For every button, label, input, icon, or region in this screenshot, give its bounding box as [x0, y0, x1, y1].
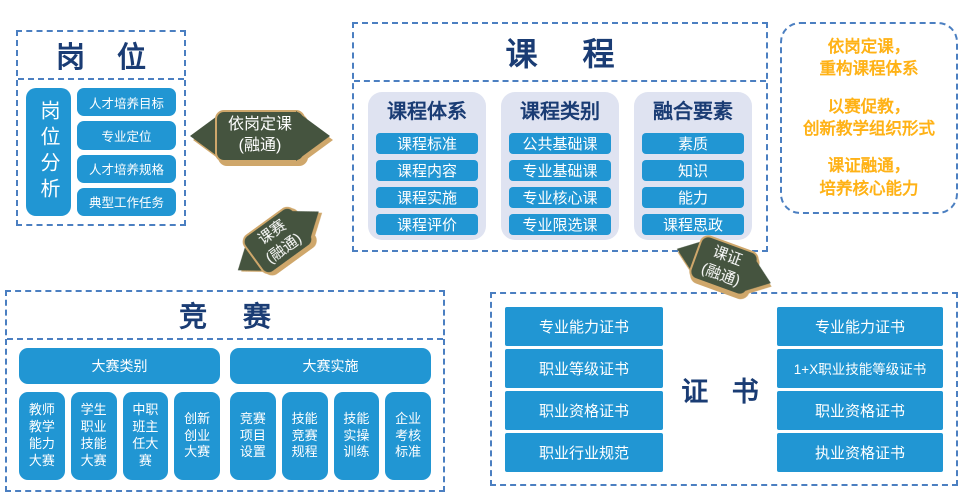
- position-section: 岗 位 岗位分析 人才培养目标 专业定位 人才培养规格 典型工作任务: [16, 30, 186, 226]
- position-section-title: 岗 位: [18, 32, 184, 80]
- certificate-item: 职业行业规范: [505, 432, 663, 472]
- curriculum-card-system: 课程体系 课程标准 课程内容 课程实施 课程评价: [368, 92, 486, 240]
- goal-line: 依岗定课， 重构课程体系: [819, 38, 919, 79]
- competition-item: 企业 考核 标准: [385, 392, 431, 480]
- arrow-course-competition: 课赛 (融通): [224, 192, 333, 289]
- position-item: 人才培养目标: [77, 88, 176, 117]
- curriculum-item: 公共基础课: [509, 133, 611, 154]
- curriculum-item: 课程评价: [376, 214, 478, 235]
- curriculum-section-title: 课 程: [354, 24, 766, 82]
- competition-items: 竞赛 项目 设置 技能 竞赛 规程 技能 实操 训练 企业 考核 标准: [230, 392, 431, 480]
- certificate-item: 职业资格证书: [505, 390, 663, 430]
- curriculum-card-title: 课程体系: [387, 101, 467, 123]
- goal-line: 课证融通， 培养核心能力: [819, 157, 919, 198]
- competition-items: 教师 教学 能力 大赛 学生 职业 技能 大赛 中职 班主 任大 赛 创新 创业…: [19, 392, 220, 480]
- curriculum-item: 知识: [642, 160, 744, 181]
- curriculum-item: 专业限选课: [509, 214, 611, 235]
- competition-group-header: 大赛类别: [19, 348, 220, 384]
- competition-item: 竞赛 项目 设置: [230, 392, 276, 480]
- curriculum-item: 专业基础课: [509, 160, 611, 181]
- curriculum-item: 课程实施: [376, 187, 478, 208]
- competition-item: 教师 教学 能力 大赛: [19, 392, 65, 480]
- competition-group-header: 大赛实施: [230, 348, 431, 384]
- goals-box: 依岗定课， 重构课程体系 以赛促教， 创新教学组织形式 课证融通， 培养核心能力: [780, 22, 958, 214]
- competition-item: 学生 职业 技能 大赛: [70, 392, 117, 480]
- position-item: 专业定位: [77, 121, 176, 150]
- certificate-section-title: 证 书: [681, 376, 767, 407]
- curriculum-item: 课程内容: [376, 160, 478, 181]
- certificate-section: 专业能力证书 职业等级证书 职业资格证书 职业行业规范 证 书 专业能力证书 1…: [490, 292, 958, 486]
- certificate-item: 职业资格证书: [777, 390, 943, 430]
- goal-line: 以赛促教， 创新教学组织形式: [803, 97, 935, 138]
- competition-item: 技能 竞赛 规程: [281, 392, 328, 480]
- position-items: 人才培养目标 专业定位 人才培养规格 典型工作任务: [77, 88, 176, 216]
- curriculum-item: 素质: [642, 133, 744, 154]
- position-analysis-box: 岗位分析: [26, 88, 71, 216]
- curriculum-card-title: 课程类别: [520, 101, 600, 123]
- certificate-right-column: 专业能力证书 1+X职业技能等级证书 职业资格证书 执业资格证书: [777, 306, 943, 472]
- certificate-item: 职业等级证书: [505, 348, 663, 388]
- competition-section-body: 大赛类别 教师 教学 能力 大赛 学生 职业 技能 大赛 中职 班主 任大 赛 …: [7, 340, 443, 490]
- competition-item: 中职 班主 任大 赛: [122, 392, 169, 480]
- curriculum-card-title: 融合要素: [653, 101, 733, 123]
- position-item: 人才培养规格: [77, 154, 176, 183]
- position-item: 典型工作任务: [77, 187, 176, 216]
- competition-group-category: 大赛类别 教师 教学 能力 大赛 学生 职业 技能 大赛 中职 班主 任大 赛 …: [19, 348, 220, 480]
- curriculum-section: 课 程 课程体系 课程标准 课程内容 课程实施 课程评价 课程类别 公共基础课 …: [352, 22, 768, 252]
- arrow-label: 依岗定课 (融通): [215, 110, 306, 162]
- competition-group-implementation: 大赛实施 竞赛 项目 设置 技能 竞赛 规程 技能 实操 训练 企业 考核 标准: [230, 348, 431, 480]
- position-section-body: 岗位分析 人才培养目标 专业定位 人才培养规格 典型工作任务: [18, 80, 184, 224]
- curriculum-item: 课程思政: [642, 214, 744, 235]
- curriculum-item: 能力: [642, 187, 744, 208]
- curriculum-section-body: 课程体系 课程标准 课程内容 课程实施 课程评价 课程类别 公共基础课 专业基础…: [354, 82, 766, 250]
- certificate-item: 专业能力证书: [777, 306, 943, 346]
- certificate-left-column: 专业能力证书 职业等级证书 职业资格证书 职业行业规范: [505, 306, 663, 472]
- curriculum-item: 专业核心课: [509, 187, 611, 208]
- competition-item: 技能 实操 训练: [333, 392, 380, 480]
- certificate-item: 专业能力证书: [505, 306, 663, 346]
- competition-section-title: 竞 赛: [7, 292, 443, 340]
- competition-section: 竞 赛 大赛类别 教师 教学 能力 大赛 学生 职业 技能 大赛 中职 班主 任…: [5, 290, 445, 492]
- competition-item: 创新 创业 大赛: [174, 392, 220, 480]
- curriculum-card-fusion: 融合要素 素质 知识 能力 课程思政: [634, 92, 752, 240]
- curriculum-item: 课程标准: [376, 133, 478, 154]
- curriculum-card-category: 课程类别 公共基础课 专业基础课 专业核心课 专业限选课: [501, 92, 619, 240]
- arrowhead-right-icon: [296, 110, 331, 161]
- certificate-item: 执业资格证书: [777, 432, 943, 472]
- certificate-item: 1+X职业技能等级证书: [777, 348, 943, 388]
- arrow-position-course: 依岗定课 (融通): [190, 110, 331, 162]
